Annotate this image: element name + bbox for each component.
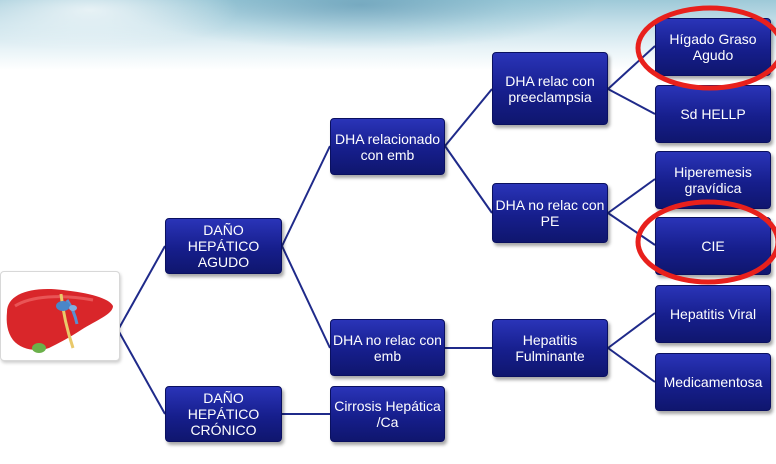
node-dha-relac-preeclampsia: DHA relac con preeclampsia — [492, 52, 608, 125]
node-dano-agudo: DAÑO HEPÁTICO AGUDO — [165, 218, 282, 274]
connector-norelpe-cie — [607, 212, 656, 246]
node-dano-cronico: DAÑO HEPÁTICO CRÓNICO — [165, 386, 282, 442]
connector-norelpe-hiperemesis — [607, 178, 656, 214]
node-hepatitis-viral: Hepatitis Viral — [655, 285, 771, 343]
connector-relpe-hellp — [607, 88, 656, 115]
node-higado-graso: Hígado Graso Agudo — [655, 18, 771, 76]
node-dha-relacionado-emb: DHA relacionado con emb — [330, 118, 445, 175]
node-cie: CIE — [655, 217, 771, 275]
node-sd-hellp: Sd HELLP — [655, 85, 771, 143]
connector-fulminante-viral — [607, 312, 656, 349]
connector-agudo-relemb — [281, 145, 331, 247]
connector-relemb-norelpe — [444, 145, 493, 214]
connector-relemb-relpe — [444, 88, 493, 147]
node-dha-no-relac-emb: DHA no relac con emb — [330, 319, 445, 376]
connector-fulminante-medicamentosa — [607, 347, 656, 383]
connector-root-agudo — [117, 245, 166, 331]
node-hiperemesis: Hiperemesis gravídica — [655, 151, 771, 209]
liver-illustration — [0, 271, 120, 361]
node-cirrosis: Cirrosis Hepática /Ca — [330, 386, 445, 442]
node-hepatitis-fulminante: Hepatitis Fulminante — [492, 319, 608, 377]
connector-relpe-higado — [607, 45, 656, 90]
connector-root-cronico — [117, 329, 166, 415]
connector-agudo-norelemb — [281, 245, 331, 349]
banner-highlight — [0, 0, 240, 50]
node-dha-no-relac-pe: DHA no relac con PE — [492, 183, 608, 243]
liver-icon — [6, 288, 114, 353]
node-medicamentosa: Medicamentosa — [655, 353, 771, 411]
